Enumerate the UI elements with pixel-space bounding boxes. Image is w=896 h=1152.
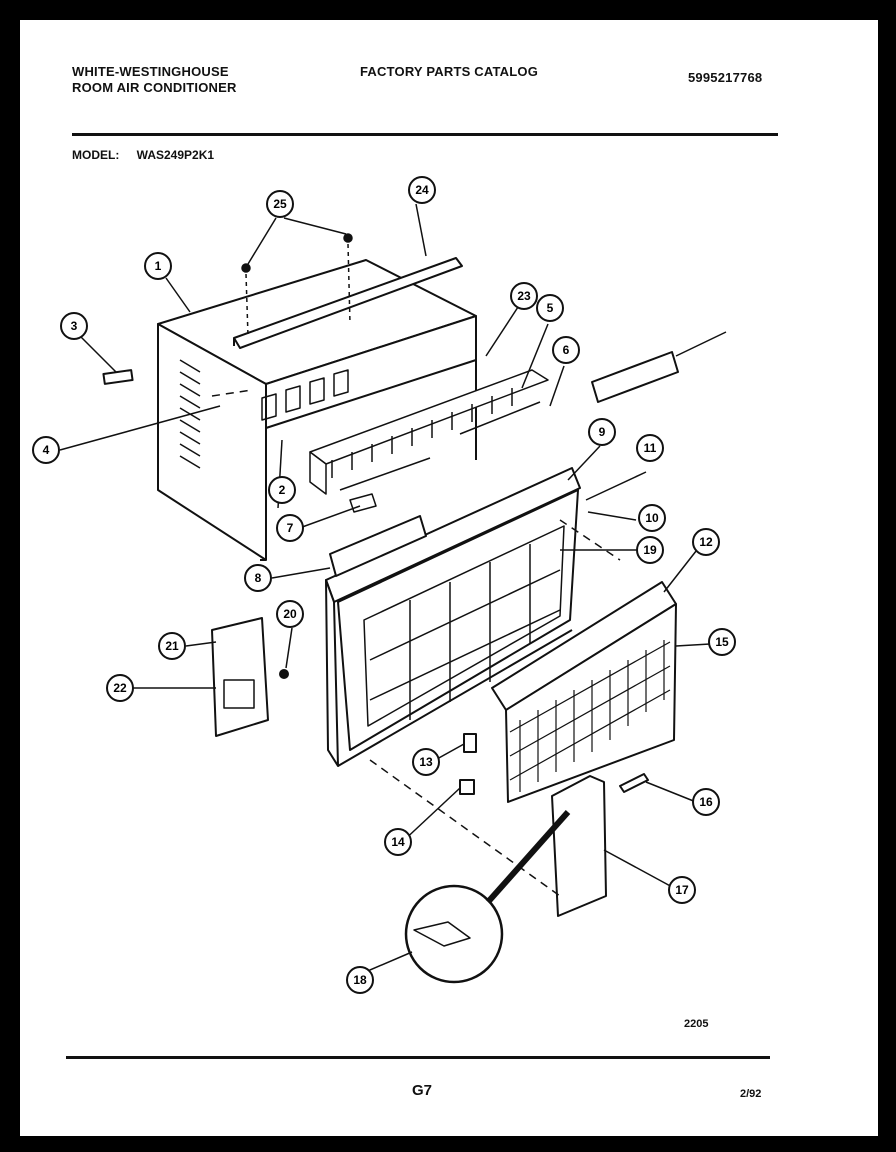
callout-24: 24 [408,176,436,204]
drawing-code: 2205 [684,1018,709,1030]
plug-drawing [102,369,134,385]
callout-25: 25 [266,190,294,218]
exploded-parts-diagram: 1234567891011121314151617181920212223242… [32,176,736,994]
brand-line: WHITE-WESTINGHOUSE [72,64,229,79]
callout-number: 12 [699,535,713,549]
callout-number: 14 [391,835,405,849]
callout-18: 18 [346,966,374,994]
model-label: MODEL: [72,148,120,162]
callout-17: 17 [668,876,696,904]
brand-block: WHITE-WESTINGHOUSE ROOM AIR CONDITIONER [72,64,237,96]
callout-number: 23 [517,289,531,303]
door-drawing [551,775,607,917]
callout-9: 9 [588,418,616,446]
callout-19: 19 [636,536,664,564]
callout-23: 23 [510,282,538,310]
callout-number: 19 [643,543,657,557]
callout-number: 11 [644,441,657,455]
louver-assembly-drawing [309,369,549,513]
callout-15: 15 [708,628,736,656]
model-value: WAS249P2K1 [136,148,215,162]
callout-5: 5 [536,294,564,322]
screw-pair-drawing [241,233,353,337]
callout-number: 5 [547,301,554,315]
callout-group: 1234567891011121314151617181920212223242… [32,176,736,994]
callout-number: 16 [699,795,713,809]
leader-lines [59,203,727,977]
catalog-page: WHITE-WESTINGHOUSE ROOM AIR CONDITIONER … [20,20,878,1136]
callout-number: 4 [43,443,50,457]
catalog-title: FACTORY PARTS CATALOG [360,64,539,79]
callout-number: 13 [419,755,433,769]
callout-7: 7 [276,514,304,542]
callout-16: 16 [692,788,720,816]
callout-number: 22 [113,681,127,695]
callout-2: 2 [268,476,296,504]
catalog-number: 5995217768 [688,70,763,85]
callout-number: 24 [415,183,429,197]
callout-13: 13 [412,748,440,776]
callout-number: 7 [287,521,294,535]
callout-22: 22 [106,674,134,702]
top-rail-drawing [233,257,463,349]
revision-date: 2/92 [740,1088,762,1100]
callout-number: 1 [155,259,162,273]
callout-number: 10 [645,511,659,525]
callout-number: 25 [273,197,287,211]
foam-pad-drawing [329,515,427,577]
callout-number: 3 [71,319,78,333]
callout-21: 21 [158,632,186,660]
callout-number: 18 [353,973,367,987]
callout-11: 11 [636,434,664,462]
callout-number: 6 [563,343,570,357]
callout-12: 12 [692,528,720,556]
callout-1: 1 [144,252,172,280]
callout-10: 10 [638,504,666,532]
callout-number: 8 [255,571,262,585]
callout-6: 6 [552,336,580,364]
handle-drawing [619,773,649,793]
callout-number: 21 [165,639,179,653]
knob-drawing [459,779,475,795]
callout-number: 17 [675,883,689,897]
model-line: MODEL: WAS249P2K1 [72,148,228,162]
callout-number: 20 [283,607,297,621]
callout-number: 9 [599,425,606,439]
callout-8: 8 [244,564,272,592]
clip-drawing [463,733,477,753]
callout-14: 14 [384,828,412,856]
grille-drawing [491,581,677,803]
page-number: G7 [412,1082,433,1099]
header-rule [72,133,778,136]
product-line: ROOM AIR CONDITIONER [72,80,237,95]
footer-rule [66,1056,770,1059]
callout-number: 2 [279,483,286,497]
front-panel-drawing [325,467,581,767]
callout-4: 4 [32,436,60,464]
assembly-guide-lines [211,389,621,897]
control-panel-drawing [211,617,289,737]
callout-20: 20 [276,600,304,628]
callout-3: 3 [60,312,88,340]
filter-strip-drawing [591,351,679,403]
callout-number: 15 [715,635,729,649]
